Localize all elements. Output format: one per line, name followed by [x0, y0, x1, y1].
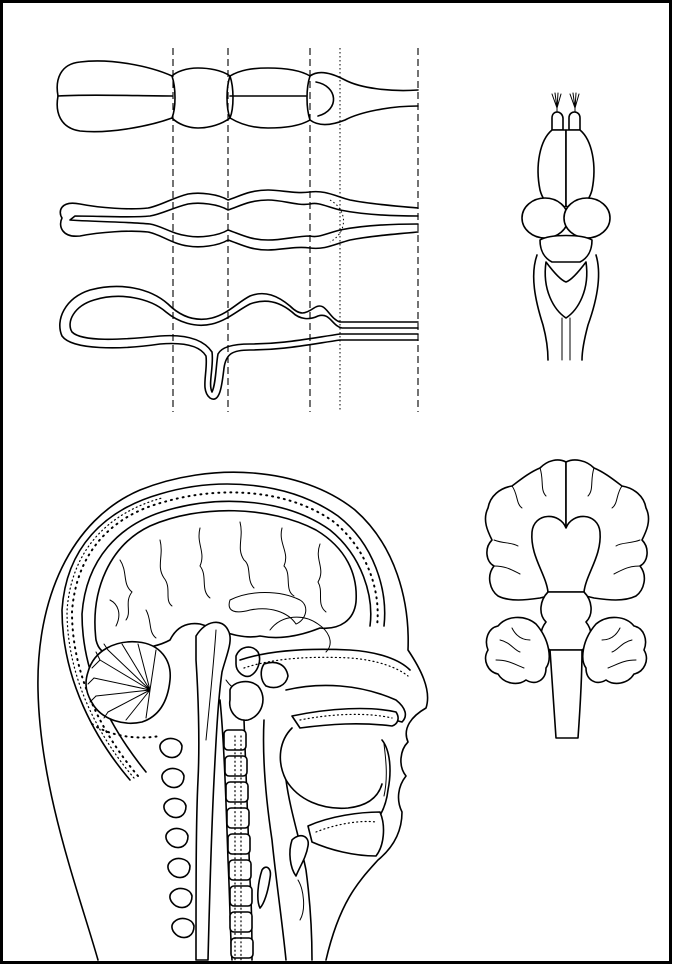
sphenoid-cell	[261, 663, 288, 688]
vertebra-c6	[228, 834, 250, 854]
optic-lobe-left	[522, 198, 568, 238]
spinous-process-6	[170, 889, 192, 908]
vertebra-c7	[229, 860, 251, 880]
optic-lobe-right	[564, 198, 610, 238]
mammal-medulla	[550, 650, 582, 738]
pituitary-gland	[236, 647, 260, 676]
midbrain-segment	[541, 592, 591, 650]
sphenoid-sinus	[230, 682, 263, 721]
spinous-process-3	[164, 799, 186, 818]
cerebellum	[540, 236, 592, 263]
embryo-hemisphere-split	[58, 95, 172, 96]
spinous-process-7	[172, 919, 194, 938]
spinous-process-1	[160, 739, 182, 758]
vertebra-c3	[225, 756, 247, 776]
spinous-process-5	[168, 859, 190, 878]
human-cerebellum	[86, 642, 170, 723]
vertebra-t3	[231, 938, 253, 958]
vertebra-c4	[226, 782, 248, 802]
spinous-process-4	[166, 829, 188, 848]
spinous-process-2	[162, 769, 184, 788]
olfactory-bulb-left	[552, 112, 563, 130]
olfactory-bulb-right	[569, 112, 580, 130]
vertebra-c5	[227, 808, 249, 828]
